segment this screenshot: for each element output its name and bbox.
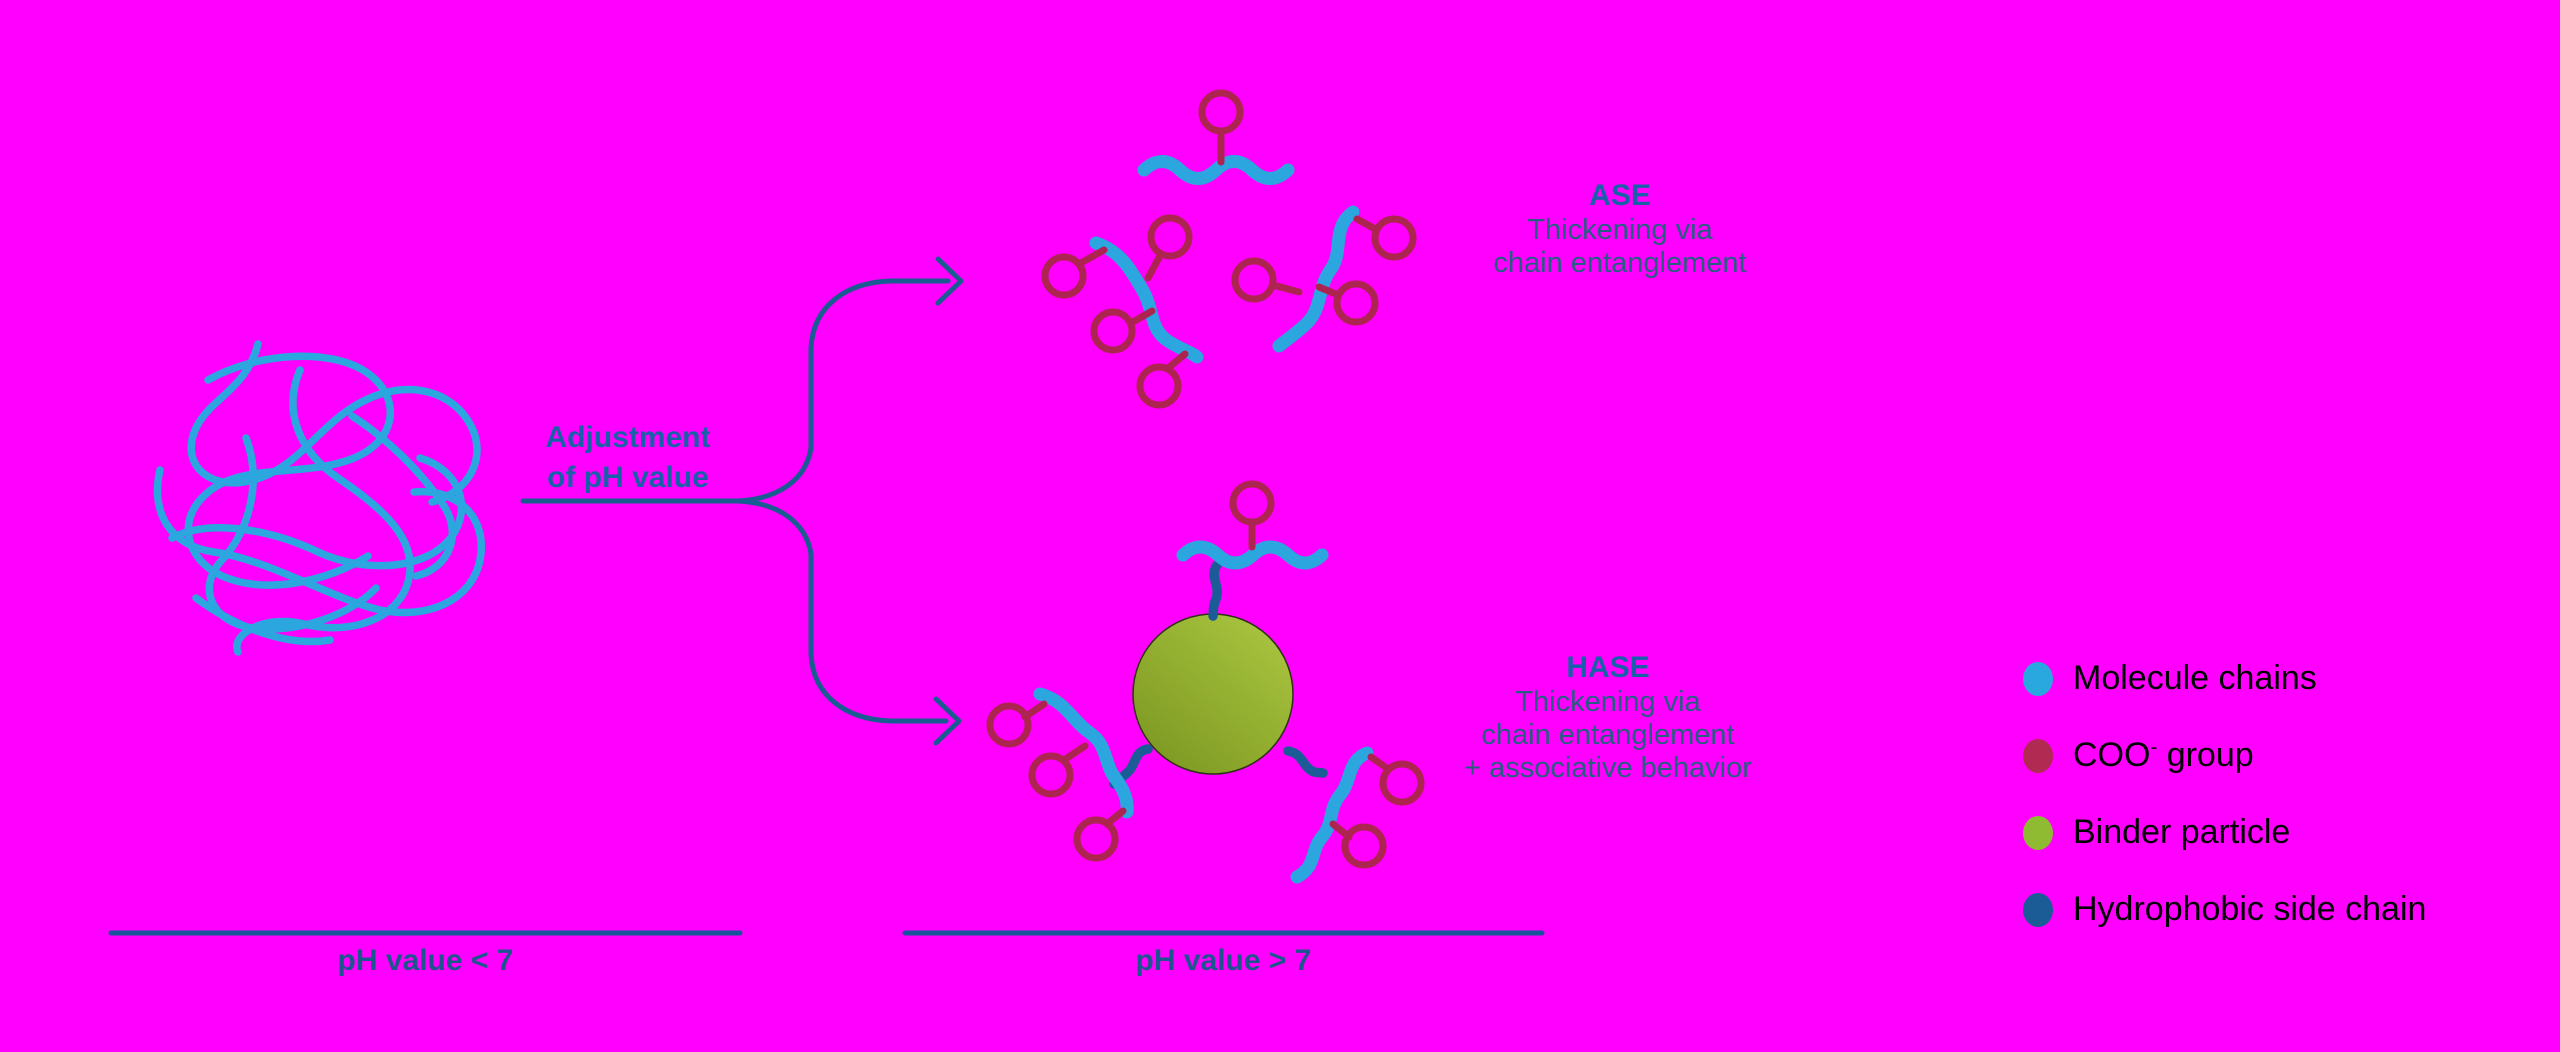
- hase-cluster: [986, 480, 1425, 884]
- ase-chain-right: [1272, 205, 1360, 353]
- legend-item-hydrophobic-side-chain: Hydrophobic side chain: [2022, 871, 2426, 948]
- legend-item-coo-group: COO- group: [2022, 717, 2426, 794]
- coo-circle: [1229, 480, 1275, 526]
- fork-lower-curve: [735, 498, 949, 724]
- coo-circle: [1198, 89, 1244, 135]
- molecule-chains-swatch-icon: [2023, 661, 2053, 696]
- coil-strand: [348, 412, 456, 580]
- coo-circle: [1073, 816, 1119, 862]
- ase-caption: ASE Thickening via chain entanglement: [1420, 178, 1820, 280]
- coo-group-swatch-icon: [2023, 738, 2053, 773]
- hase-caption: HASE Thickening via chain entanglement +…: [1408, 650, 1808, 785]
- hase-chain-top: [1176, 540, 1329, 570]
- ase-title: ASE: [1589, 179, 1651, 212]
- hydrophobic-side-chain: [1283, 746, 1328, 778]
- ph-left-label: pH value < 7: [337, 944, 514, 977]
- coo-circle: [1231, 257, 1277, 303]
- hase-desc-line: chain entanglement: [1481, 719, 1735, 751]
- coo-stem: [1127, 307, 1156, 327]
- legend-label-molecule-chains: Molecule chains: [2073, 659, 2317, 697]
- coo-stem: [1144, 250, 1165, 282]
- coo-circle: [1333, 280, 1379, 326]
- coo-circle: [1028, 752, 1074, 798]
- coo-circle: [1341, 823, 1387, 869]
- coil-strand: [168, 454, 466, 570]
- ph-right-label: pH value > 7: [1135, 944, 1312, 977]
- arrowhead-down-icon: [933, 696, 962, 746]
- legend: Molecule chains COO- group Binder partic…: [2022, 640, 2426, 948]
- coo-circle: [1090, 308, 1136, 354]
- coil-strand: [187, 340, 481, 506]
- coo-circle: [1371, 215, 1417, 261]
- coo-stem: [1353, 215, 1381, 234]
- fork-upper-curve: [735, 278, 951, 504]
- coil-strand: [184, 352, 394, 589]
- ase-cluster: [1041, 89, 1417, 409]
- legend-label-hydrophobic-side-chain: Hydrophobic side chain: [2073, 890, 2427, 928]
- adjustment-label: Adjustment of pH value: [500, 418, 756, 498]
- coo-stem: [1060, 742, 1089, 764]
- arrowhead-up-icon: [935, 256, 964, 306]
- legend-item-binder-particle: Binder particle: [2022, 794, 2426, 871]
- coo-stem: [1075, 246, 1108, 268]
- binder-particle-swatch-icon: [2023, 815, 2053, 850]
- coo-circle: [1041, 253, 1087, 299]
- hydrophobic-side-chain: [1208, 560, 1222, 621]
- ase-desc-line: chain entanglement: [1493, 247, 1747, 279]
- hydrophobic-side-chain-swatch-icon: [2023, 892, 2053, 927]
- legend-label-binder-particle: Binder particle: [2073, 813, 2291, 851]
- hase-chain-right: [1290, 746, 1374, 884]
- ase-chain-left: [1089, 236, 1204, 364]
- binder-particle: [1132, 613, 1294, 775]
- legend-label-coo-group: COO- group: [2073, 736, 2254, 774]
- legend-item-molecule-chains: Molecule chains: [2022, 640, 2426, 717]
- coil-strand: [233, 366, 414, 656]
- hase-title: HASE: [1566, 651, 1650, 684]
- coil-strand: [192, 594, 334, 646]
- adjustment-line1: Adjustment: [545, 421, 711, 454]
- coo-circle: [986, 702, 1032, 748]
- coil-strand: [153, 466, 485, 617]
- hase-desc-line: Thickening via: [1515, 686, 1701, 718]
- ase-chain-top: [1137, 155, 1295, 185]
- coo-circle: [1136, 363, 1182, 409]
- coo-stem: [1315, 283, 1342, 299]
- hase-chain-left: [1033, 687, 1134, 819]
- hase-desc-line: + associative behavior: [1464, 752, 1752, 784]
- adjustment-line2: of pH value: [547, 461, 709, 494]
- coil-strand: [205, 434, 380, 633]
- coo-circle: [1147, 214, 1193, 260]
- coo-stem: [1367, 753, 1392, 773]
- fork-arrows: [520, 256, 964, 746]
- coo-stem: [1269, 281, 1303, 296]
- ase-desc-line: Thickening via: [1527, 214, 1713, 246]
- molecule-coil: [153, 340, 485, 656]
- coo-circle: [1379, 760, 1425, 806]
